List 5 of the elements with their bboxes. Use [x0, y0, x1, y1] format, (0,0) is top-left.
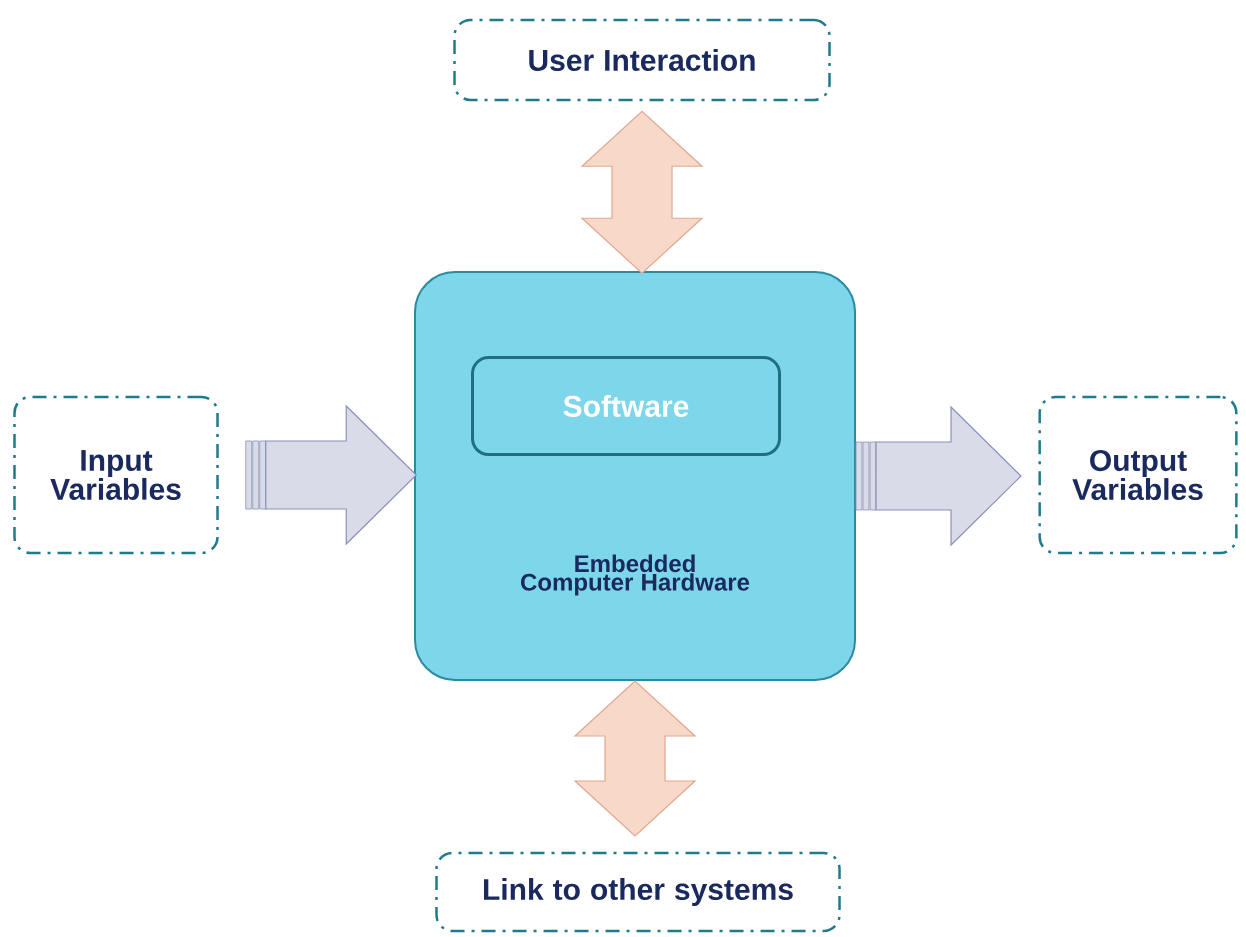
block-arrow — [855, 405, 1022, 547]
block-arrow — [573, 680, 697, 837]
block-arrow — [245, 404, 418, 546]
software-box: Software — [471, 356, 781, 456]
block-arrow — [580, 110, 704, 275]
